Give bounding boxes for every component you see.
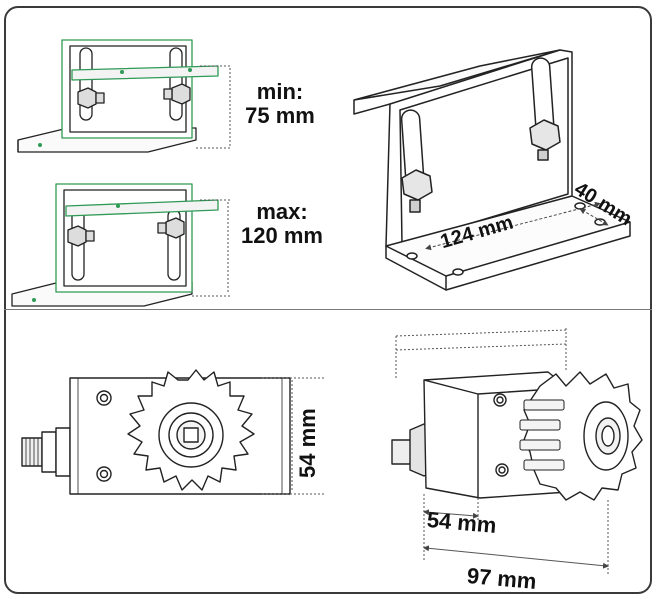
min-title: min:	[256, 79, 304, 104]
motor-height-label: 54 mm	[295, 408, 320, 478]
motor-iso-dimension-lines	[395, 328, 609, 575]
min-value: 75 mm	[245, 103, 315, 129]
bracket-min-drawing	[17, 39, 219, 153]
min-height-label: min: 75 mm	[235, 79, 325, 129]
max-height-label: max: 120 mm	[230, 199, 334, 249]
max-title: max:	[256, 199, 308, 224]
max-value: 120 mm	[241, 223, 323, 249]
bracket-iso-drawing	[353, 49, 631, 291]
bracket-max-drawing	[11, 183, 219, 307]
motor-front-drawing	[21, 369, 291, 495]
min-dimension-lines	[196, 65, 232, 149]
motor-height-lines	[262, 377, 324, 495]
max-dimension-lines	[192, 199, 232, 297]
motor-iso-drawing	[391, 371, 643, 501]
iso-dimension-lines	[425, 201, 609, 251]
section-divider	[4, 309, 652, 310]
